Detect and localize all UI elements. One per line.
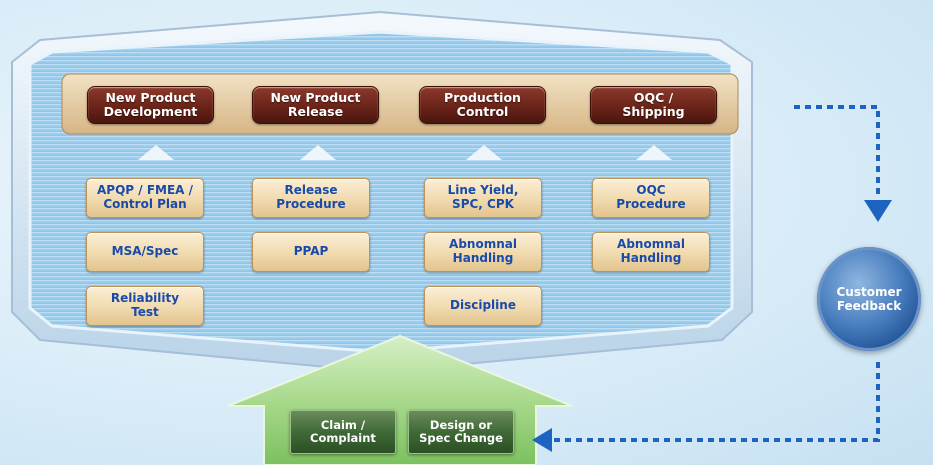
item-discipline: Discipline <box>424 286 542 326</box>
input-claim-complaint: Claim / Complaint <box>290 410 396 454</box>
item-reliability-test: Reliability Test <box>86 286 204 326</box>
stage-new-product-release: New Product Release <box>252 86 379 124</box>
input-design-spec-change: Design or Spec Change <box>408 410 514 454</box>
customer-feedback-circle: Customer Feedback <box>817 247 921 351</box>
item-oqc-procedure: OQC Procedure <box>592 178 710 218</box>
up-triangle <box>138 145 174 160</box>
item-abnormal-handling: Abnomnal Handling <box>424 232 542 272</box>
item-ppap: PPAP <box>252 232 370 272</box>
item-msa-spec: MSA/Spec <box>86 232 204 272</box>
feedback-loop-arrows <box>548 105 880 442</box>
up-triangle <box>466 145 502 160</box>
up-triangle <box>636 145 672 160</box>
stage-bar <box>61 73 739 135</box>
stage-new-product-development: New Product Development <box>87 86 214 124</box>
item-line-yield-spc-cpk: Line Yield, SPC, CPK <box>424 178 542 218</box>
stage-oqc-shipping: OQC / Shipping <box>590 86 717 124</box>
up-triangle <box>300 145 336 160</box>
arrowhead-left <box>532 428 552 452</box>
item-release-procedure: Release Procedure <box>252 178 370 218</box>
item-apqp-fmea-control-plan: APQP / FMEA / Control Plan <box>86 178 204 218</box>
stage-production-control: Production Control <box>419 86 546 124</box>
item-abnormal-handling-oqc: Abnomnal Handling <box>592 232 710 272</box>
arrowhead-down <box>864 200 892 222</box>
